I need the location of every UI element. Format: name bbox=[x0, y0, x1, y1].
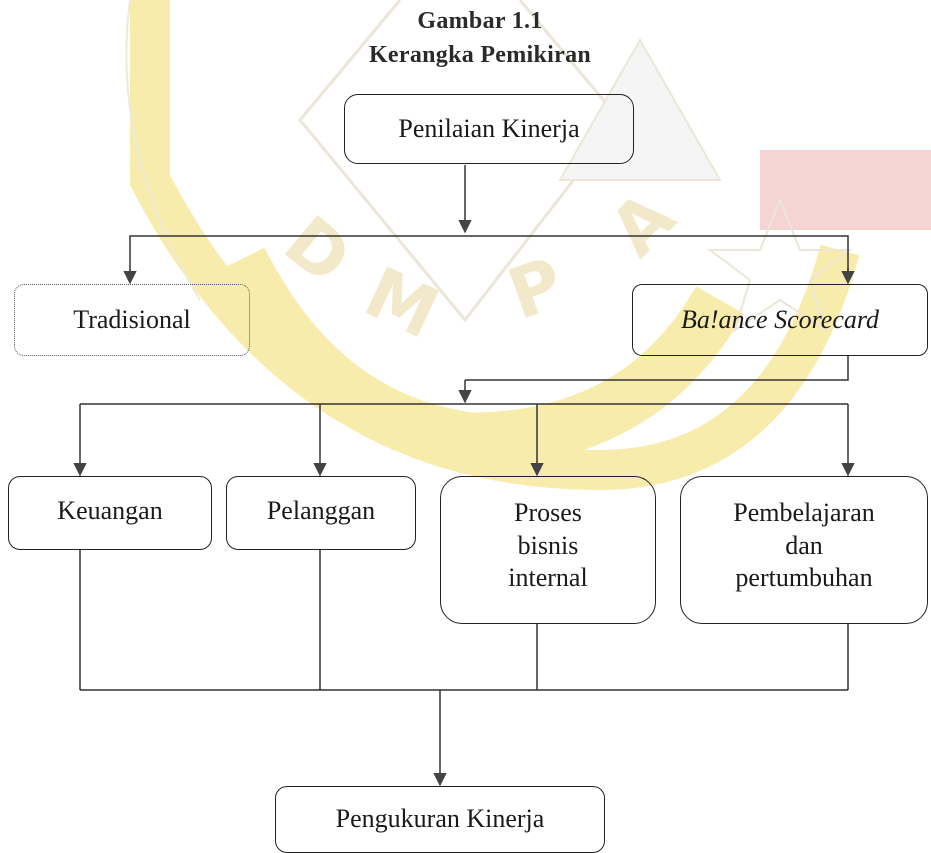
node-proses-label: Proses bisnis internal bbox=[508, 498, 588, 592]
node-pengukuran-kinerja: Pengukuran Kinerja bbox=[275, 786, 605, 853]
node-keuangan-label: Keuangan bbox=[57, 496, 163, 525]
svg-text:D: D bbox=[269, 200, 366, 300]
node-pelanggan-label: Pelanggan bbox=[266, 496, 376, 525]
node-pengukuran-kinerja-label: Pengukuran Kinerja bbox=[335, 804, 545, 834]
node-balance-scorecard: Ba!ance Scorecard bbox=[632, 284, 928, 356]
node-pelanggan: Pelanggan bbox=[226, 476, 416, 550]
figure-caption-number: Gambar 1.1 bbox=[417, 8, 543, 34]
figure-caption-title: Kerangka Pemikiran bbox=[368, 42, 592, 68]
node-pembelajaran-label: Pembelajaran dan pertumbuhan bbox=[733, 498, 875, 592]
node-tradisional-label: Tradisional bbox=[73, 304, 191, 334]
branch-line-level1 bbox=[129, 235, 849, 282]
node-tradisional: Tradisional bbox=[14, 284, 250, 356]
svg-text:P: P bbox=[498, 241, 574, 336]
node-keuangan: Keuangan bbox=[8, 476, 212, 550]
svg-text:A: A bbox=[594, 176, 690, 272]
node-penilaian-kinerja-label: Penilaian Kinerja bbox=[398, 113, 580, 143]
node-pembelajaran-pertumbuhan: Pembelajaran dan pertumbuhan bbox=[680, 476, 928, 624]
node-penilaian-kinerja: Penilaian Kinerja bbox=[344, 94, 634, 164]
node-balance-scorecard-label: Ba!ance Scorecard bbox=[680, 304, 880, 334]
svg-text:M: M bbox=[353, 251, 451, 355]
bsc-down-line bbox=[465, 356, 849, 381]
node-proses-bisnis-internal: Proses bisnis internal bbox=[440, 476, 656, 624]
